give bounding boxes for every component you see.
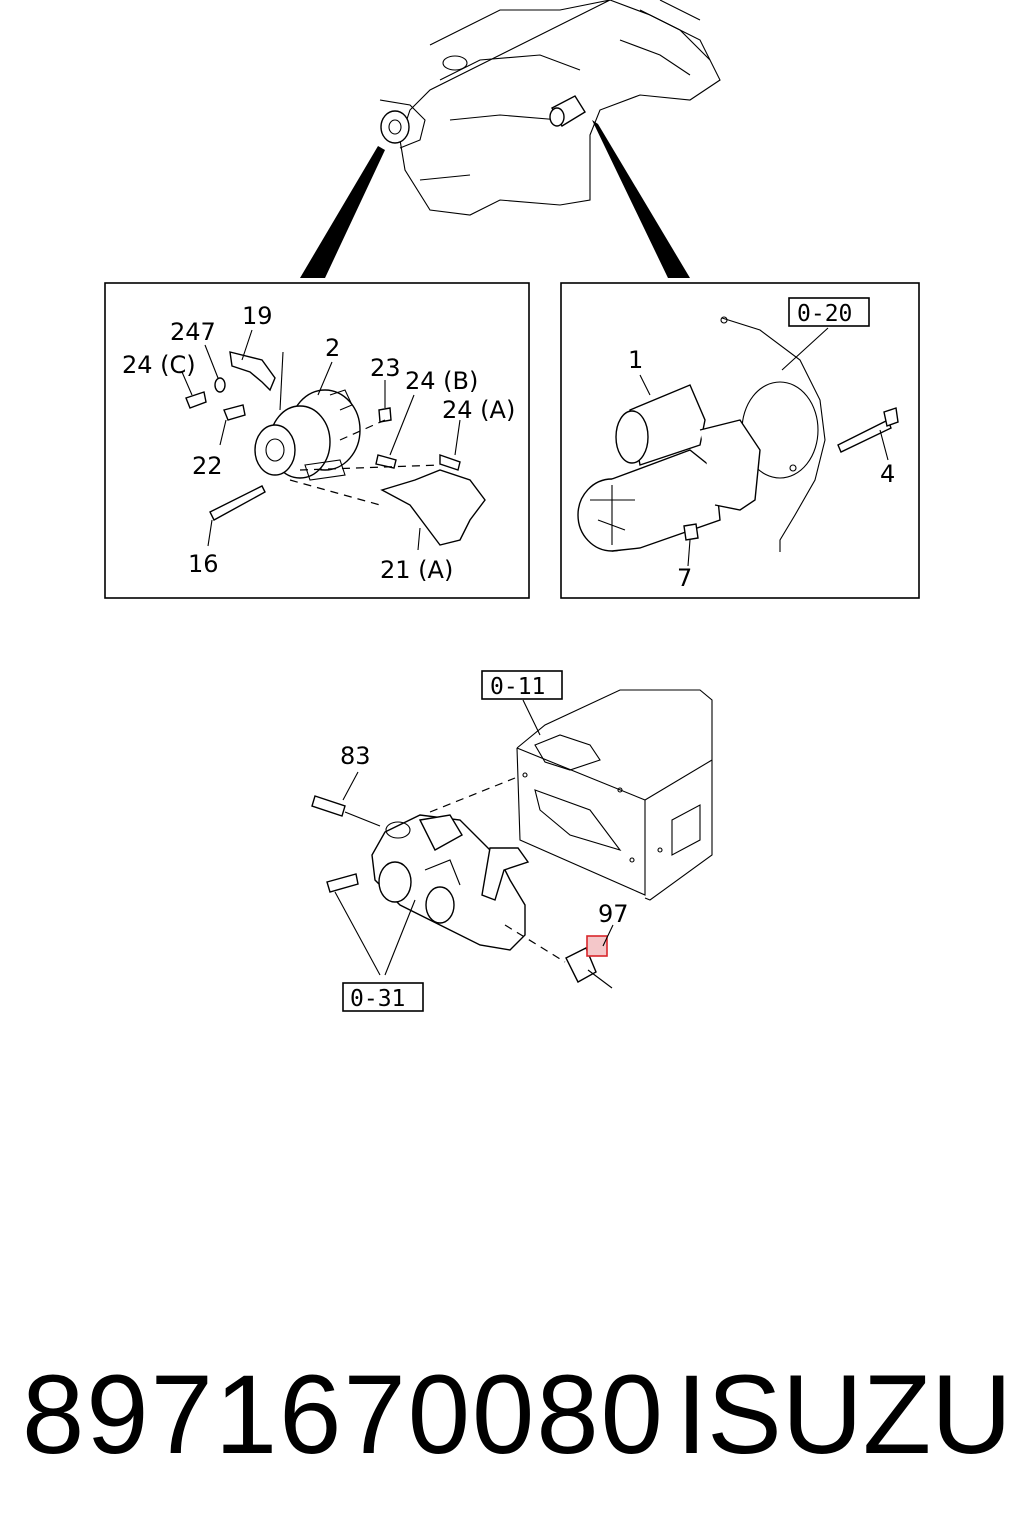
label-24a: 24 (A) [442,396,515,424]
alternator-icon [379,99,426,149]
label-1: 1 [628,346,643,374]
label-247: 247 [170,318,216,346]
label-97: 97 [598,900,629,928]
label-24c: 24 (C) [122,351,196,379]
panel-alternator [104,282,530,599]
highlight-marker [586,935,608,957]
ref-0-20: 0-20 [797,301,852,327]
starter-icon [549,95,586,127]
label-4: 4 [880,460,895,488]
pointer-left [300,146,385,278]
label-23: 23 [370,354,401,382]
parts-diagram: 19 247 24 (C) 2 23 24 (B) 24 (A) 22 16 2… [104,0,920,1012]
ref-0-31: 0-31 [350,986,405,1012]
engine-overview [300,0,721,278]
brand-name: ISUZU [676,1352,1012,1477]
part-number: 8971670080 [22,1352,665,1477]
label-24b: 24 (B) [405,367,478,395]
label-22: 22 [192,452,223,480]
footer: 8971670080 ISUZU [22,1350,1012,1480]
label-21a: 21 (A) [380,556,453,584]
ref-0-11: 0-11 [490,674,545,700]
panel-starter [560,282,920,599]
label-19: 19 [242,302,273,330]
lower-assembly [311,297,870,1012]
label-7: 7 [677,564,692,592]
label-83: 83 [340,742,371,770]
label-2: 2 [325,334,340,362]
pointer-right [592,120,690,278]
label-16: 16 [188,550,219,578]
